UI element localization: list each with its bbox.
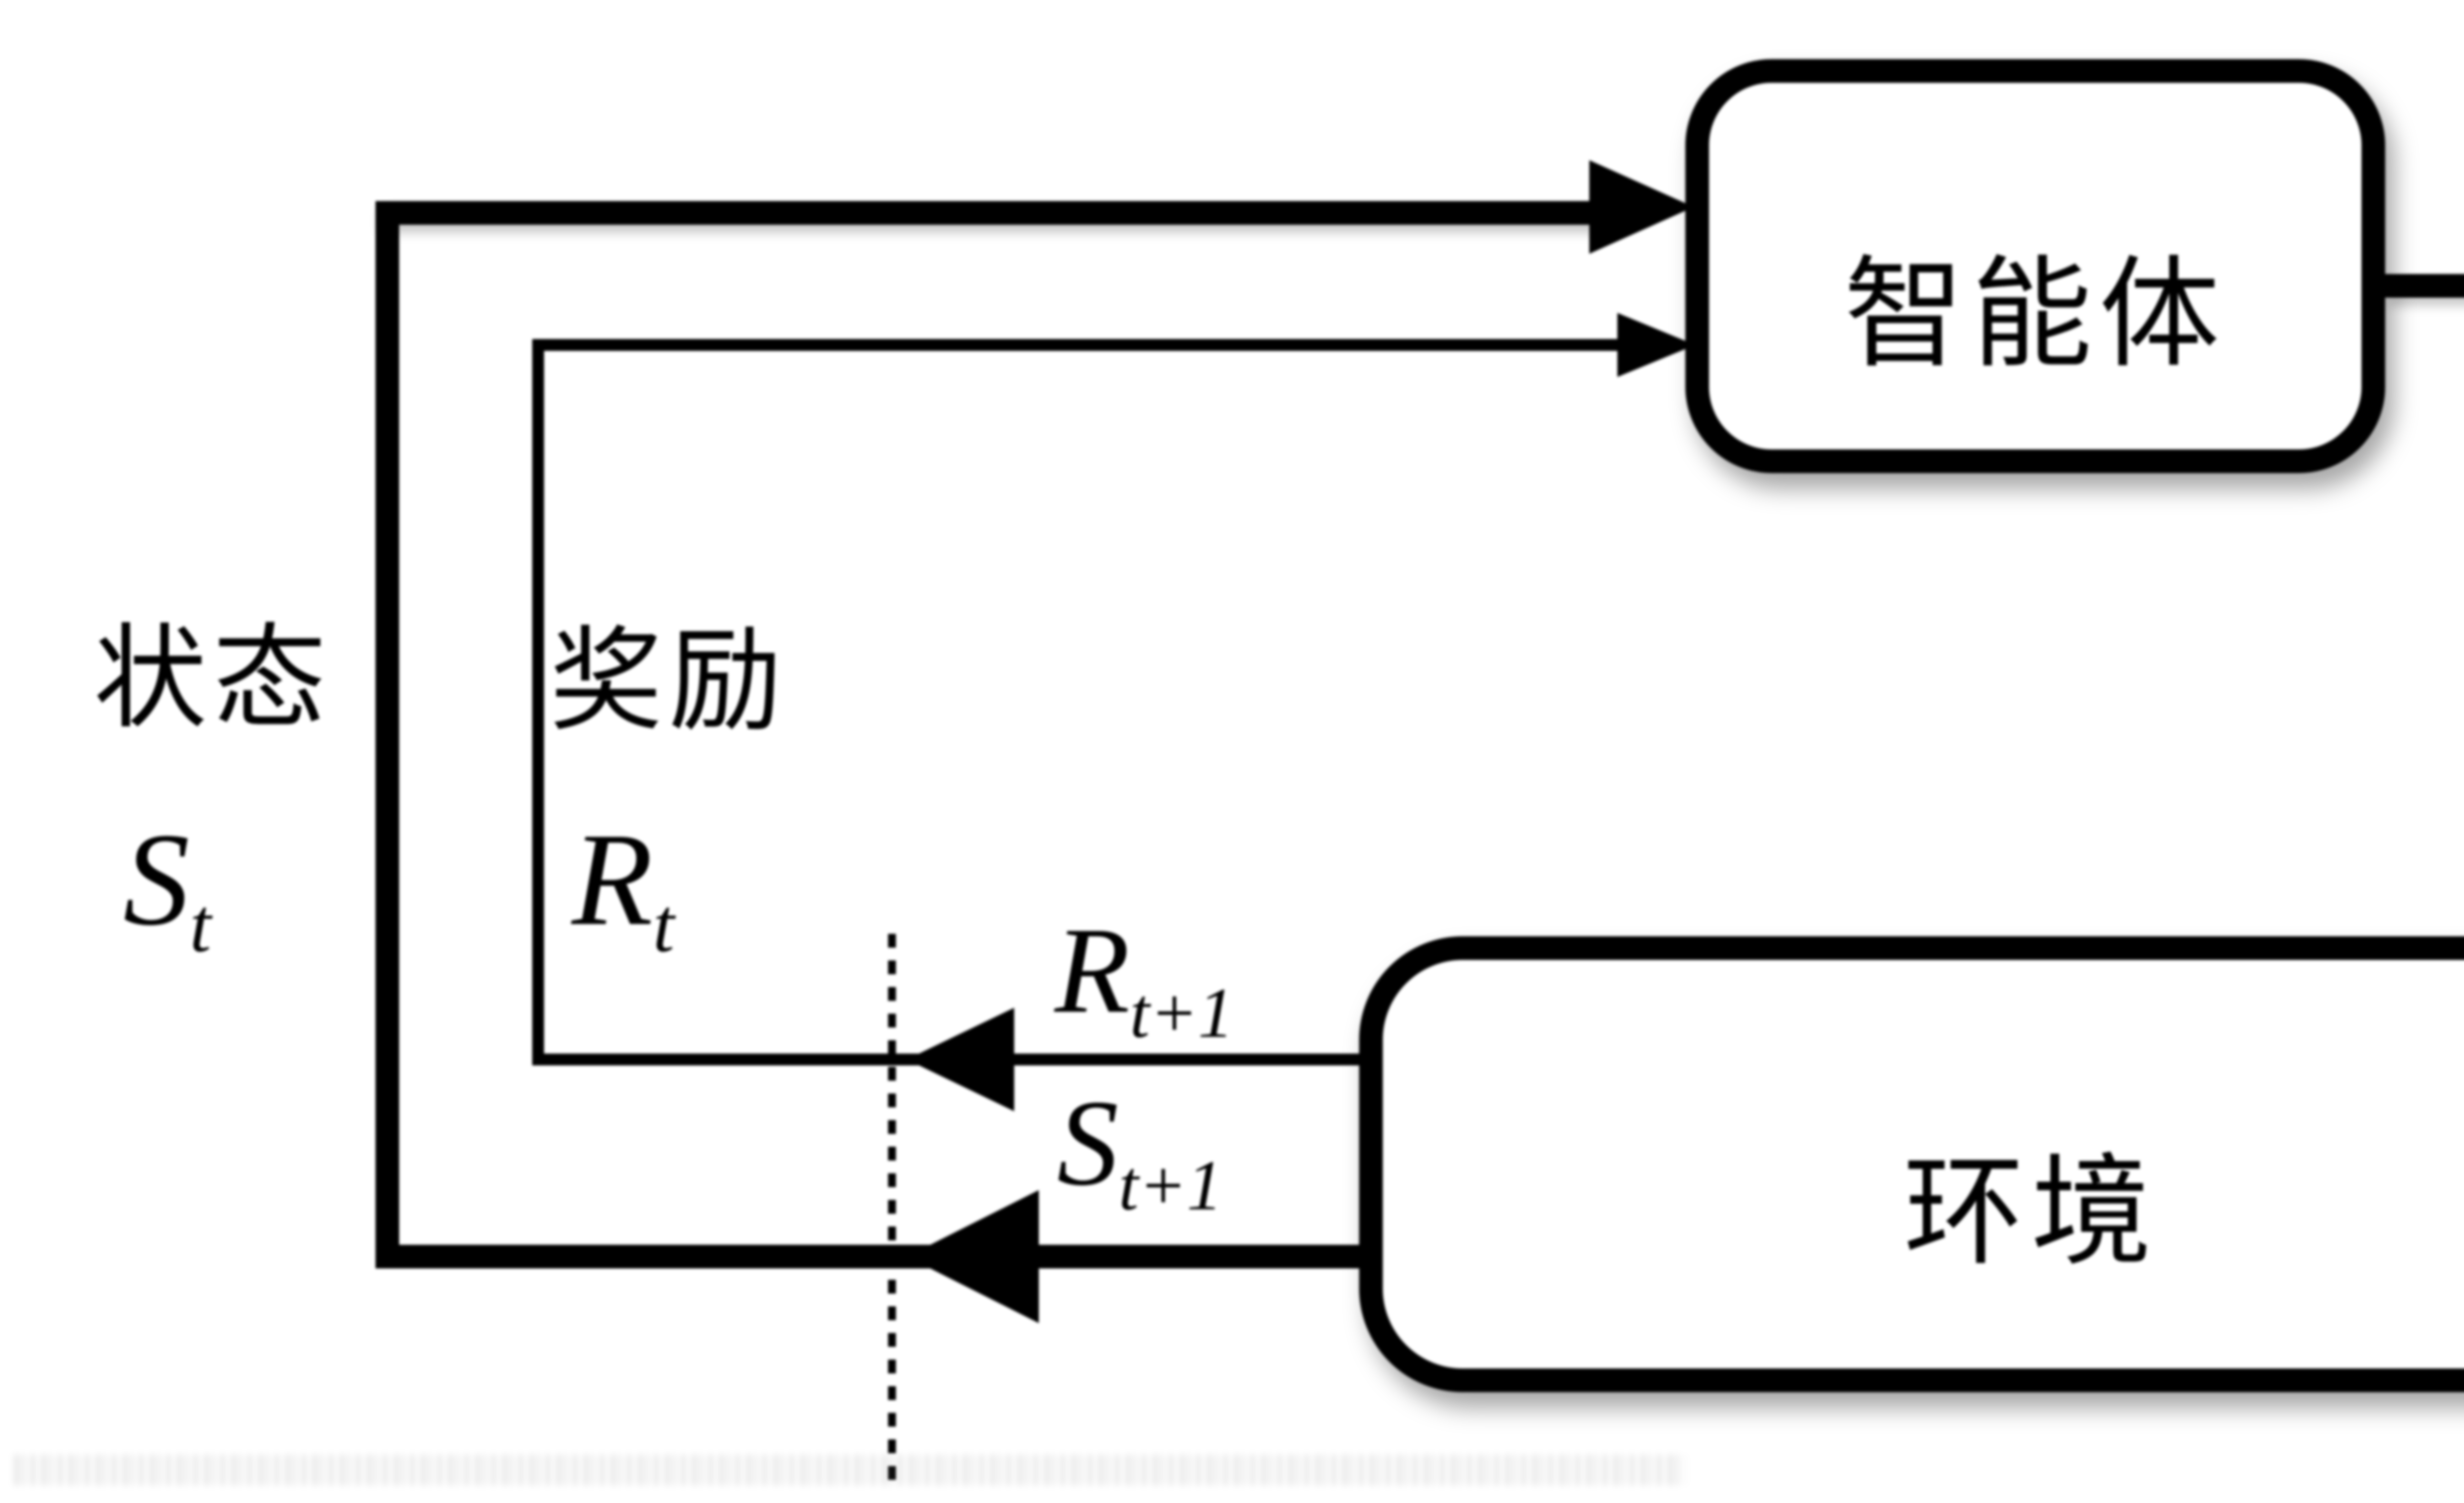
action-top-line: [2385, 274, 2464, 298]
environment-label: 环境: [1903, 1146, 2159, 1280]
reward-top-line: [532, 339, 1629, 351]
state-label: 状态: [94, 616, 333, 742]
next-state-arrowhead-icon: [907, 1190, 1039, 1323]
next-reward-symbol: Rt+1: [1055, 902, 1234, 1053]
state-symbol: St: [123, 806, 211, 968]
next-state-symbol: St+1: [1057, 1075, 1223, 1225]
reward-label: 奖励: [549, 619, 788, 745]
agent-box: 智能体: [1685, 59, 2385, 473]
reward-symbol: Rt: [572, 806, 675, 968]
cutoff-caption-artifact: [15, 1455, 1685, 1485]
state-top-line: [376, 201, 1598, 225]
next-reward-arrowhead-icon: [907, 1008, 1014, 1111]
environment-box: 环境: [1359, 936, 2464, 1392]
state-left-line: [376, 201, 399, 1268]
next-state-bottom-line: [376, 1245, 1360, 1268]
agent-label: 智能体: [1844, 248, 2227, 382]
timestep-boundary-dashed-line: [888, 934, 896, 1481]
state-into-agent-arrowhead-icon: [1589, 160, 1694, 254]
reward-into-agent-arrowhead-icon: [1617, 313, 1695, 377]
reward-left-line: [532, 339, 544, 1065]
